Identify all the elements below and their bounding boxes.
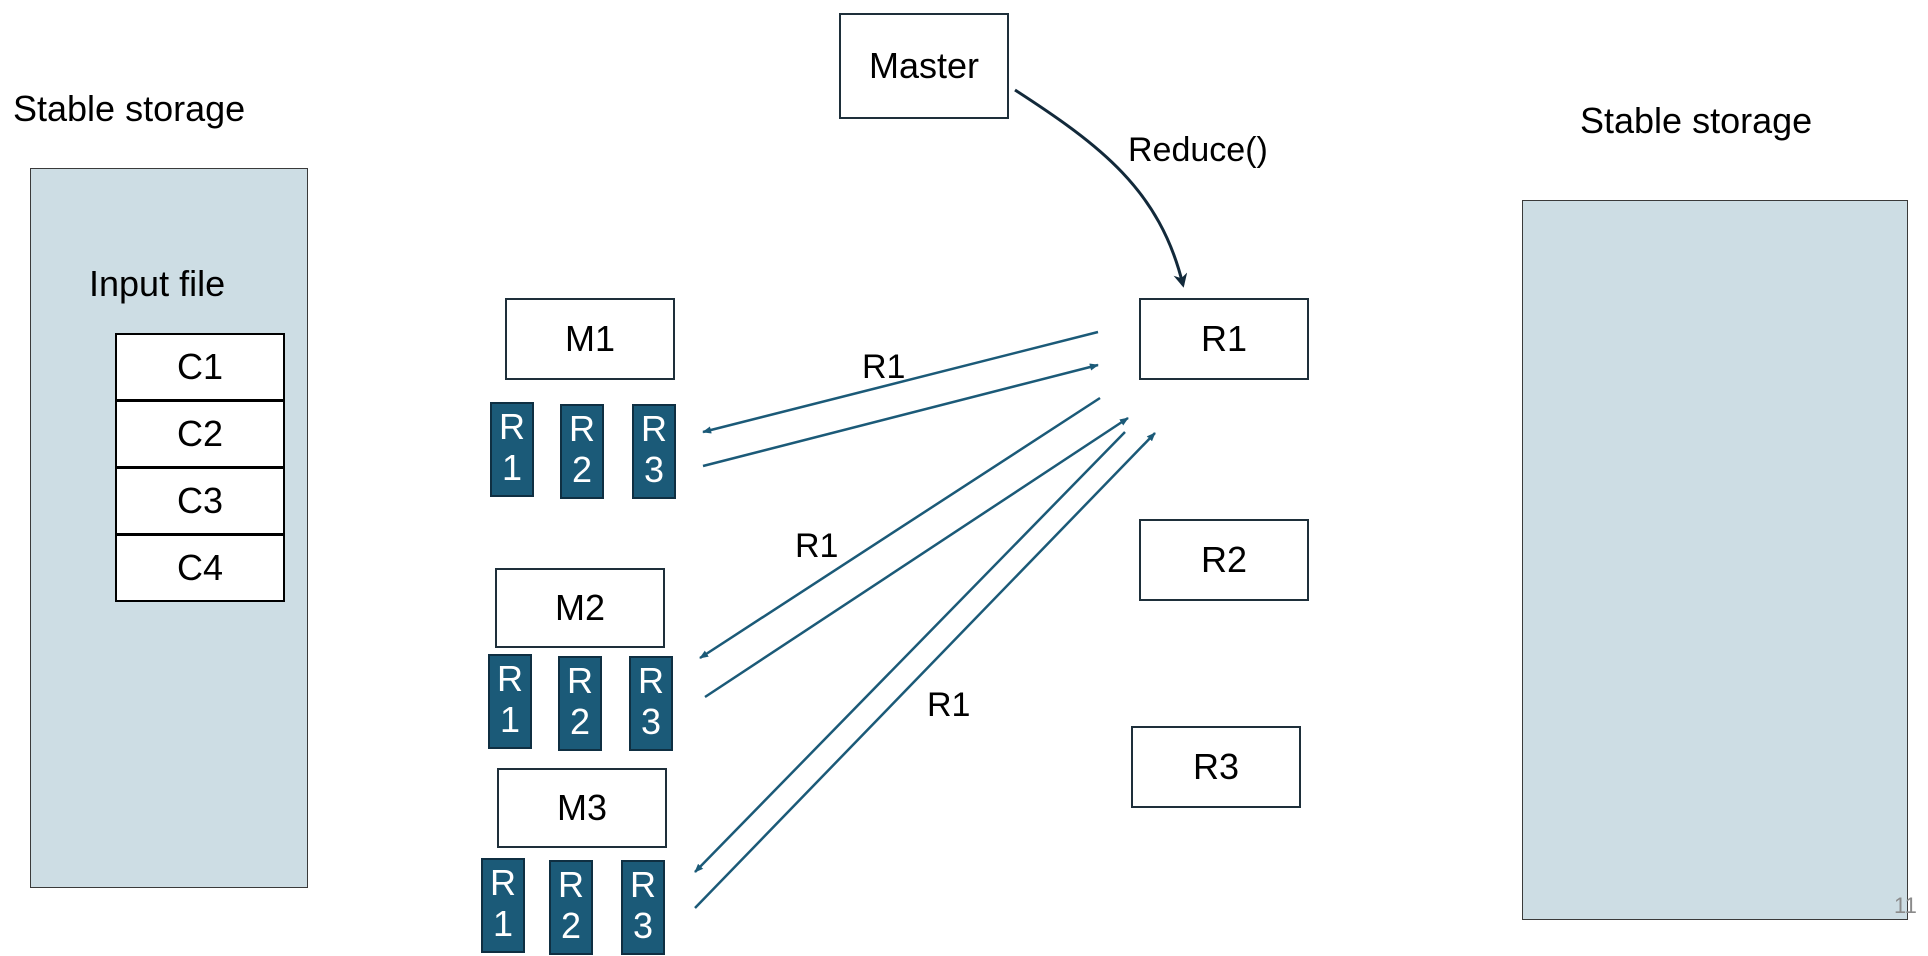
r1-to-m3-arrow xyxy=(694,431,1126,873)
mapper-m2: M2 xyxy=(495,568,665,648)
reducer-r1: R1 xyxy=(1139,298,1309,380)
r1-to-m1-arrow xyxy=(702,330,1099,434)
m2-to-r1-arrow xyxy=(704,416,1129,699)
m1-to-r1-arrow xyxy=(702,363,1099,468)
r1-to-m2-arrow xyxy=(699,396,1101,660)
chunk-c1: C1 xyxy=(115,333,285,401)
m3-to-r1-arrow xyxy=(694,432,1156,909)
right-stable-storage xyxy=(1522,200,1908,920)
arrow-label-m1: R1 xyxy=(862,348,906,386)
arrow-label-m3: R1 xyxy=(927,686,971,724)
master-node: Master xyxy=(839,13,1009,119)
page-number: 11 xyxy=(1894,893,1917,918)
input-file-label: Input file xyxy=(89,263,226,304)
right-storage-heading: Stable storage xyxy=(1580,100,1813,141)
left-storage-heading: Stable storage xyxy=(13,88,246,129)
chunk-c4: C4 xyxy=(115,534,285,602)
mapper-m1: M1 xyxy=(505,298,675,380)
left-stable-storage: Input file C1 C2 C3 C4 xyxy=(30,168,308,888)
arrow-label-m2: R1 xyxy=(795,527,839,565)
reducer-r2: R2 xyxy=(1139,519,1309,601)
reducer-r3: R3 xyxy=(1131,726,1301,808)
mapper-m3: M3 xyxy=(497,768,667,848)
master-to-r1-arrow xyxy=(1014,88,1188,288)
reduce-call-label: Reduce() xyxy=(1128,131,1268,169)
